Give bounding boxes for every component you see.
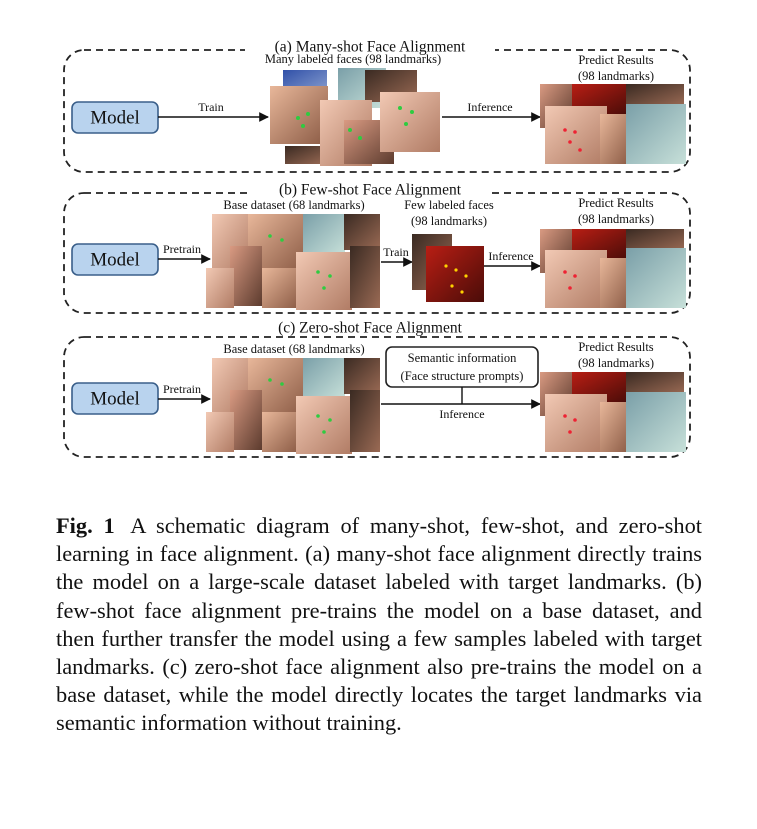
panel-c-base-label: Base dataset (68 landmarks) [223, 342, 364, 356]
figure-label: Fig. 1 [56, 513, 115, 538]
figure-caption-text: A schematic diagram of many-shot, few-sh… [56, 513, 702, 736]
panel-c-result-faces [540, 372, 686, 452]
panel-b-few-label-1: Few labeled faces [404, 198, 494, 212]
panel-a-results-label-1: Predict Results [578, 53, 653, 67]
panel-c-results-label-1: Predict Results [578, 340, 653, 354]
panel-c-pretrain-label: Pretrain [163, 382, 201, 396]
figure-caption: Fig. 1 A schematic diagram of many-shot,… [56, 512, 702, 738]
panel-c: (c) Zero-shot Face Alignment Model Pretr… [63, 320, 691, 458]
panel-b-few-label-2: (98 landmarks) [411, 214, 487, 228]
panel-c-semantic-label-1: Semantic information [408, 351, 517, 365]
panel-b-inference-label: Inference [488, 249, 533, 263]
panel-a-model-label: Model [90, 108, 140, 129]
panel-a-inference-label: Inference [467, 100, 512, 114]
panel-c-results-label-2: (98 landmarks) [578, 356, 654, 370]
panel-b-result-faces [540, 229, 686, 308]
panel-b-base-label: Base dataset (68 landmarks) [223, 198, 364, 212]
panel-b-train-label: Train [383, 245, 409, 259]
panel-a-faces-label: Many labeled faces (98 landmarks) [265, 52, 441, 66]
panel-c-title: (c) Zero-shot Face Alignment [278, 320, 462, 337]
face-alignment-diagram: (a) Many-shot Face Alignment Model Train… [63, 39, 691, 458]
panel-c-semantic-label-2: (Face structure prompts) [401, 369, 524, 383]
panel-a-training-faces [270, 68, 440, 166]
panel-a-result-faces [540, 84, 686, 164]
panel-b: (b) Few-shot Face Alignment Model Pretra… [63, 182, 691, 314]
panel-b-results-label-2: (98 landmarks) [578, 212, 654, 226]
panel-a-title: (a) Many-shot Face Alignment [275, 39, 466, 56]
panel-b-model-label: Model [90, 250, 140, 271]
panel-a-results-label-2: (98 landmarks) [578, 69, 654, 83]
panel-c-border [63, 336, 691, 458]
panel-b-title: (b) Few-shot Face Alignment [279, 182, 462, 199]
panel-a-train-label: Train [198, 100, 224, 114]
panel-b-few-faces [412, 234, 484, 302]
panel-c-model-label: Model [90, 389, 140, 410]
panel-b-base-faces [206, 214, 380, 310]
panel-c-inference-label: Inference [439, 407, 484, 421]
panel-b-pretrain-label: Pretrain [163, 242, 201, 256]
panel-c-base-faces [206, 358, 380, 454]
panel-b-results-label-1: Predict Results [578, 196, 653, 210]
panel-a: (a) Many-shot Face Alignment Model Train… [63, 39, 691, 173]
